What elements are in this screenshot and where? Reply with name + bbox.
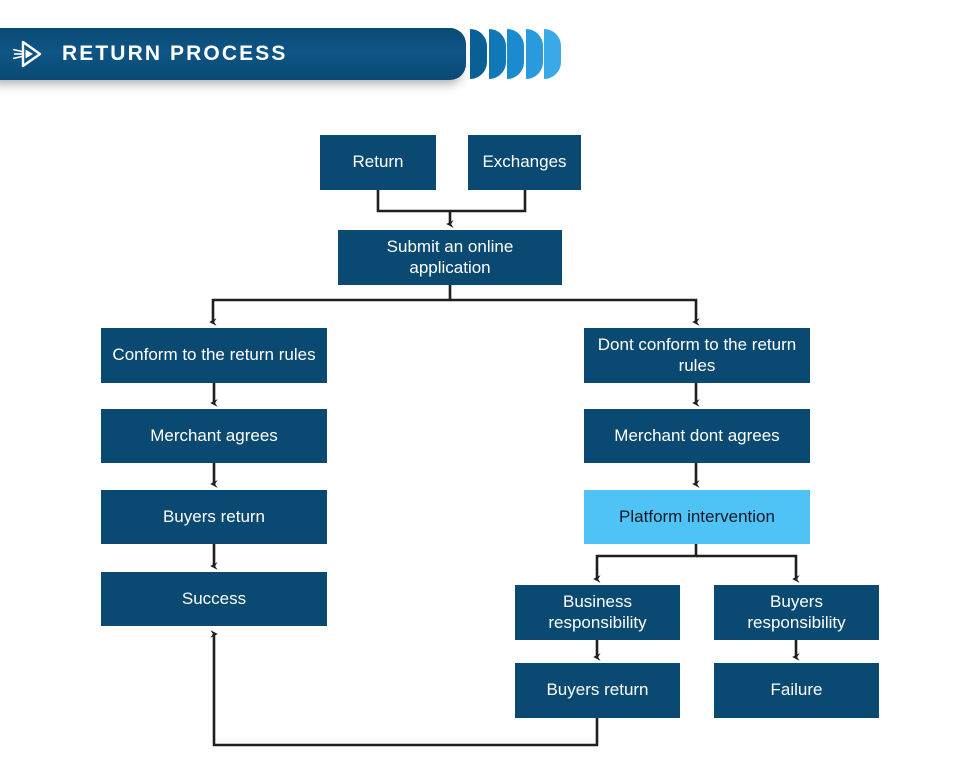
edge-platform-to-business	[593, 544, 698, 583]
node-dont-conform-rules[interactable]: Dont conform to the return rules	[584, 328, 810, 383]
node-buyers-responsibility[interactable]: Buyers responsibility	[714, 585, 879, 640]
crescent-shape-3	[507, 29, 524, 79]
node-failure[interactable]: Failure	[714, 663, 879, 718]
node-submit-application[interactable]: Submit an online application	[338, 230, 562, 285]
node-exchanges[interactable]: Exchanges	[468, 135, 581, 190]
node-platform-intervention[interactable]: Platform intervention	[584, 490, 810, 544]
header-banner: RETURN PROCESS	[0, 28, 466, 80]
crescent-shape-2	[488, 29, 506, 79]
crescent-shape-1	[470, 29, 487, 79]
page-title: RETURN PROCESS	[62, 42, 288, 65]
node-buyers-return-bottom[interactable]: Buyers return	[515, 663, 680, 718]
node-success[interactable]: Success	[101, 572, 327, 626]
node-conform-rules[interactable]: Conform to the return rules	[101, 328, 327, 383]
play-arrow-icon	[12, 40, 42, 68]
node-buyers-return-left[interactable]: Buyers return	[101, 490, 327, 544]
crescent-shape-4	[525, 29, 543, 79]
crescent-shape-5	[544, 29, 561, 79]
edge-submit-to-dontconform	[450, 298, 700, 326]
node-merchant-dont-agrees[interactable]: Merchant dont agrees	[584, 409, 810, 463]
node-return[interactable]: Return	[320, 135, 436, 190]
edge-submit-to-conform	[209, 285, 452, 326]
node-merchant-agrees[interactable]: Merchant agrees	[101, 409, 327, 463]
node-business-responsibility[interactable]: Business responsibility	[515, 585, 680, 640]
edge-platform-to-buyersresp	[696, 554, 800, 583]
edge-merge-bar	[376, 190, 527, 213]
decorative-crescents	[470, 29, 562, 79]
